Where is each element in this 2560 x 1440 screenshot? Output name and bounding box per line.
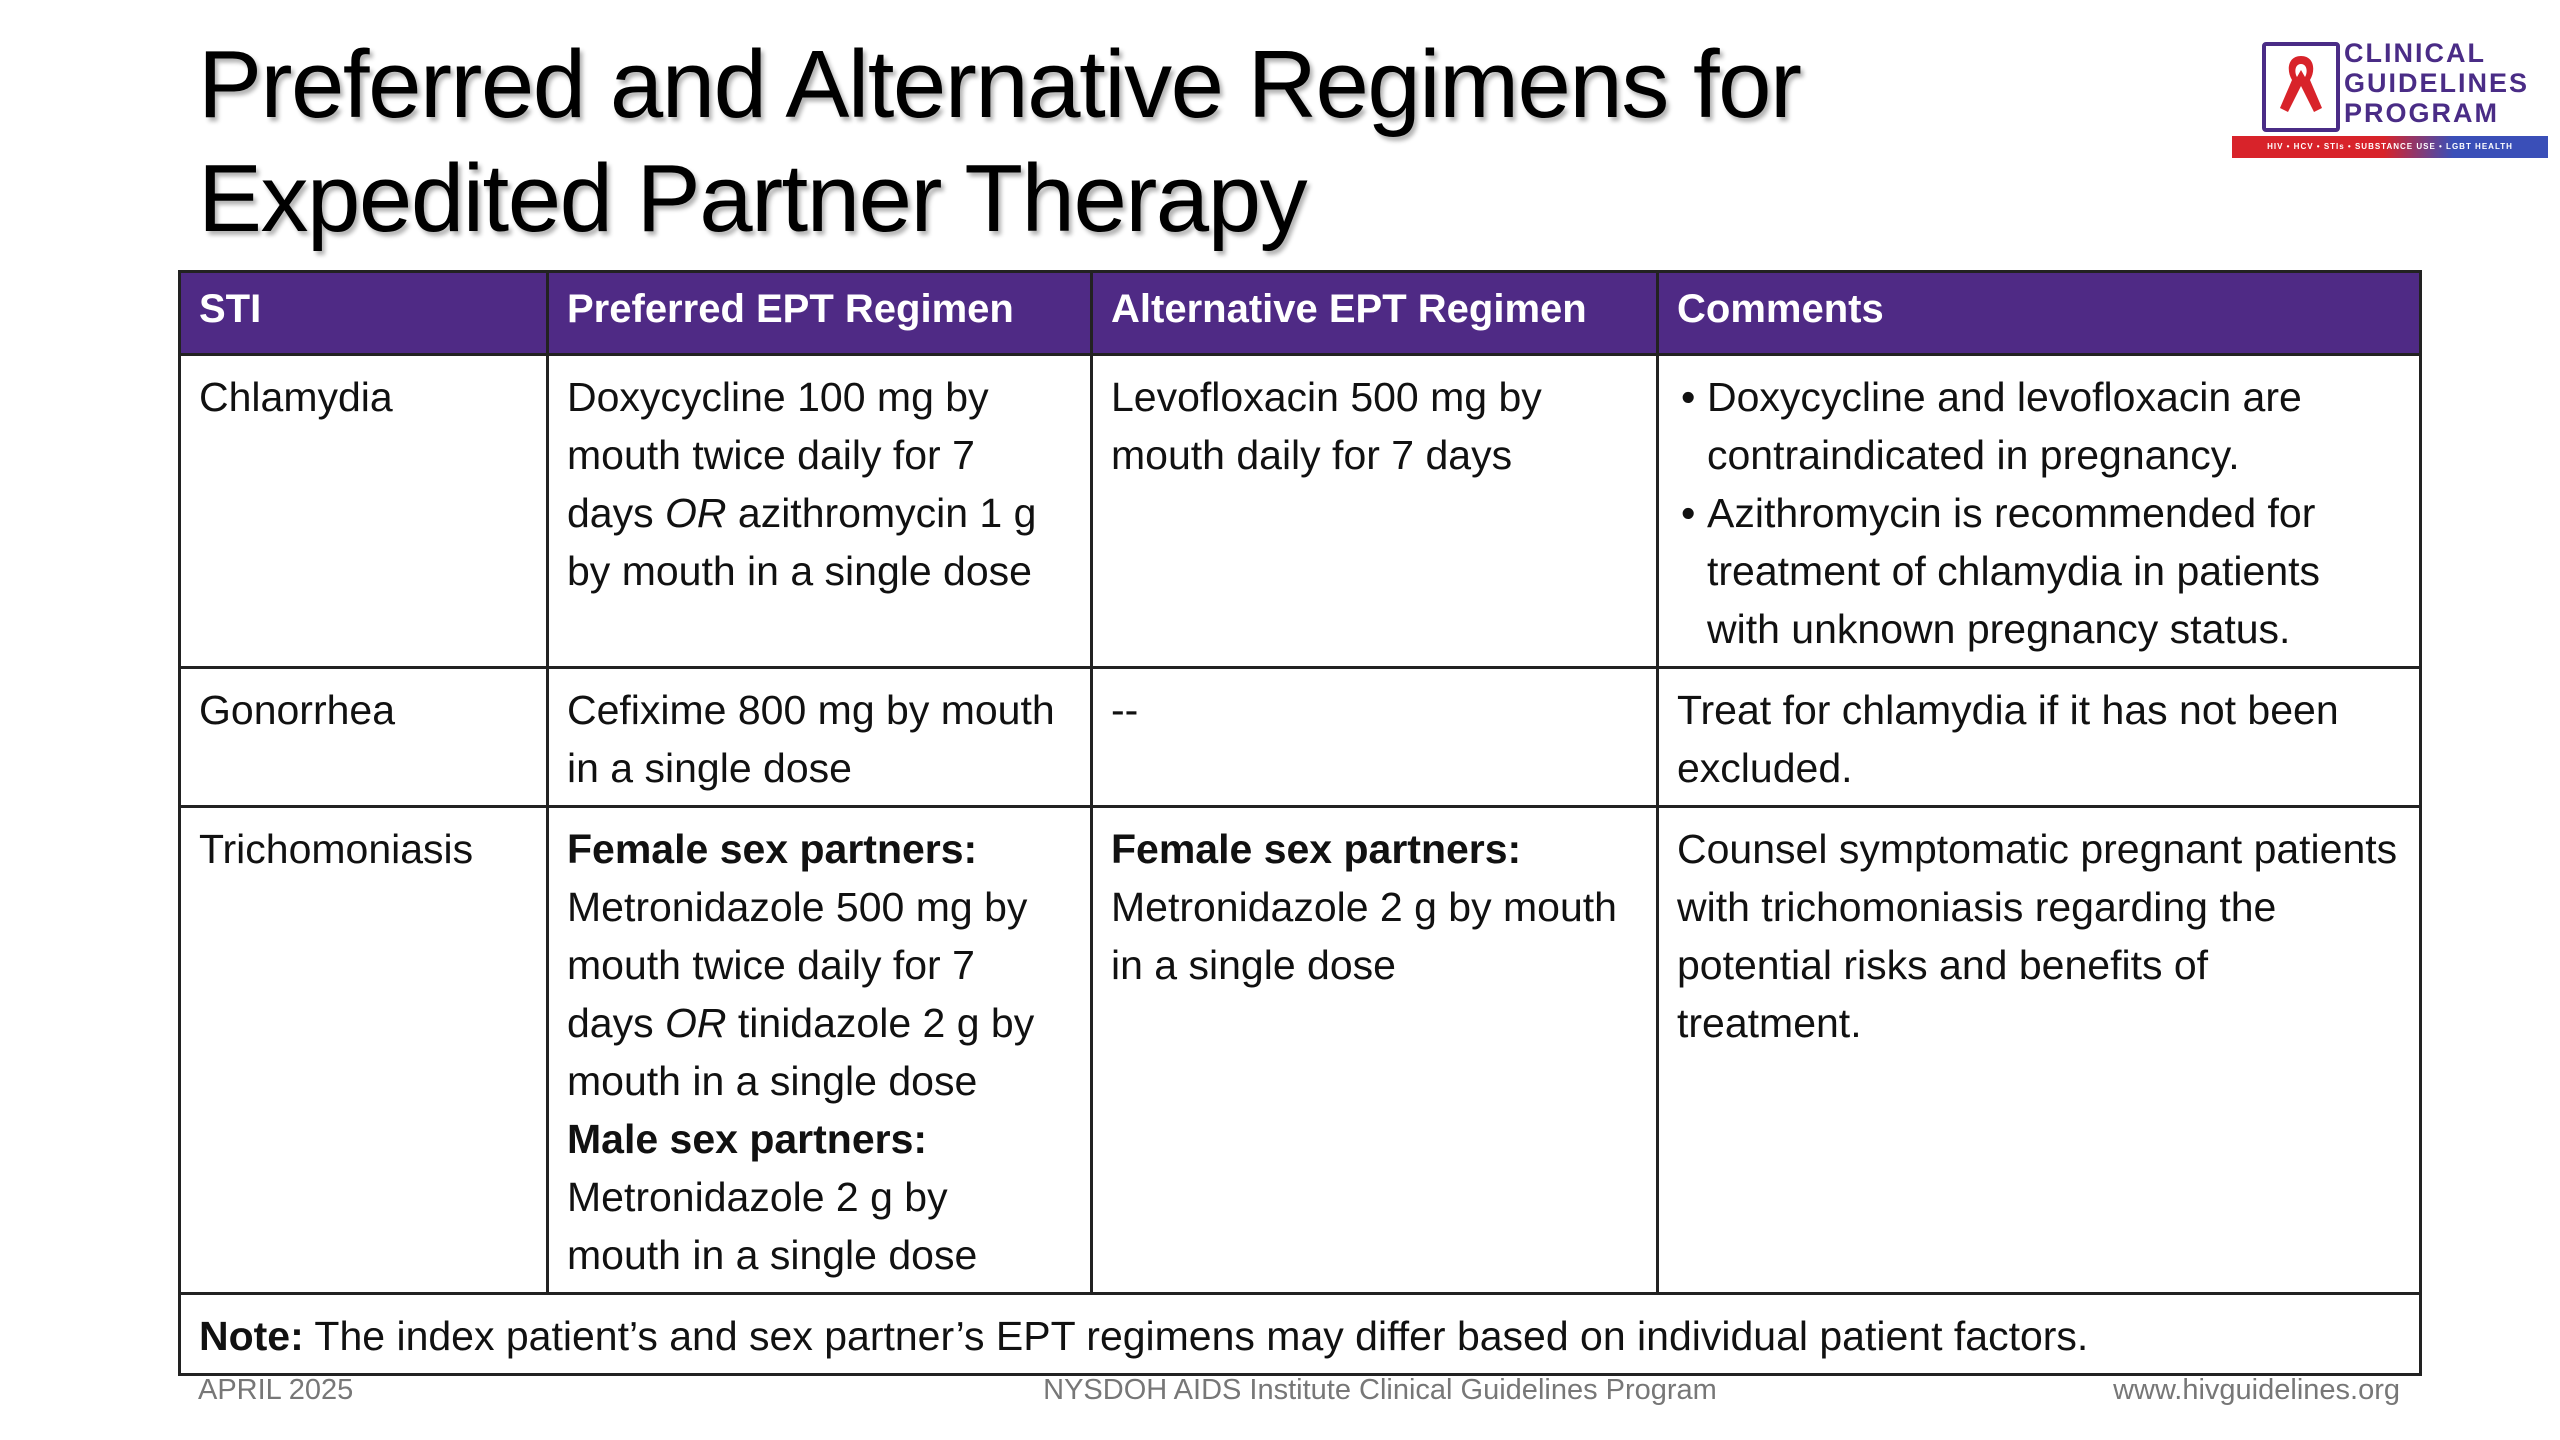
- female-partners-label: Female sex partners:: [567, 826, 978, 872]
- logo-tagline: HIV • HCV • STIs • SUBSTANCE USE • LGBT …: [2232, 136, 2548, 158]
- cell-sti: Gonorrhea: [178, 666, 549, 808]
- cell-alternative: Female sex partners: Metronidazole 2 g by…: [1090, 805, 1659, 1295]
- female-partners-label: Female sex partners:: [1111, 826, 1522, 872]
- red-ribbon-icon: [2280, 56, 2322, 112]
- cell-preferred: Female sex partners: Metronidazole 500 mg…: [546, 805, 1093, 1295]
- table-row-trichomoniasis: Trichomoniasis Female sex partners: Metro…: [178, 805, 2422, 1295]
- header-preferred: Preferred EPT Regimen: [546, 270, 1093, 356]
- cell-sti: Trichomoniasis: [178, 805, 549, 1295]
- header-alternative: Alternative EPT Regimen: [1090, 270, 1659, 356]
- cell-alternative: --: [1090, 666, 1659, 808]
- table-row-chlamydia: Chlamydia Doxycycline 100 mg by mouth tw…: [178, 353, 2422, 669]
- cell-preferred: Cefixime 800 mg by mouth in a single dos…: [546, 666, 1093, 808]
- female-regimen-text: Metronidazole 2 g by mouth in a single d…: [1111, 884, 1617, 988]
- table-header-row: STI Preferred EPT Regimen Alternative EP…: [178, 270, 2422, 356]
- or-text: OR: [665, 1000, 727, 1046]
- table-row-gonorrhea: Gonorrhea Cefixime 800 mg by mouth in a …: [178, 666, 2422, 808]
- note-text: The index patient’s and sex partner’s EP…: [303, 1313, 2089, 1359]
- footer-program: NYSDOH AIDS Institute Clinical Guideline…: [1043, 1374, 1717, 1406]
- cell-comments: Treat for chlamydia if it has not been e…: [1656, 666, 2422, 808]
- logo-line-2: GUIDELINES: [2344, 68, 2530, 98]
- comment-item: Azithromycin is recommended for treatmen…: [1677, 484, 2401, 658]
- male-partners-label: Male sex partners:: [567, 1116, 928, 1162]
- clinical-guidelines-logo: CLINICAL GUIDELINES PROGRAM HIV • HCV • …: [2232, 36, 2548, 160]
- logo-line-1: CLINICAL: [2344, 38, 2486, 68]
- ept-regimens-table: STI Preferred EPT Regimen Alternative EP…: [178, 270, 2422, 1376]
- cell-alternative: Levofloxacin 500 mg by mouth daily for 7…: [1090, 353, 1659, 669]
- page-title: Preferred and Alternative Regimens for E…: [198, 31, 1802, 252]
- preferred-text-1: Doxycycline 100 mg by mouth twice daily …: [567, 374, 989, 536]
- comment-item: Doxycycline and levofloxacin are contrai…: [1677, 368, 2401, 484]
- cell-comments: Counsel symptomatic pregnant patients wi…: [1656, 805, 2422, 1295]
- header-sti: STI: [178, 270, 549, 356]
- or-text: OR: [665, 490, 727, 536]
- ribbon-logo-box: [2262, 42, 2340, 132]
- logo-line-3: PROGRAM: [2344, 98, 2499, 128]
- female-regimen-text-1: Metronidazole 500 mg by mouth twice dail…: [567, 884, 1028, 1046]
- cell-preferred: Doxycycline 100 mg by mouth twice daily …: [546, 353, 1093, 669]
- footer-date: APRIL 2025: [198, 1374, 354, 1406]
- male-regimen-text: Metronidazole 2 g by mouth in a single d…: [567, 1174, 978, 1278]
- preferred-text-2: azithromycin 1 g by mouth in a single do…: [567, 490, 1037, 594]
- cell-comments: Doxycycline and levofloxacin are contrai…: [1656, 353, 2422, 669]
- table-note-row: Note: The index patient’s and sex partne…: [178, 1292, 2422, 1376]
- logo-wordmark: CLINICAL GUIDELINES PROGRAM: [2344, 38, 2529, 128]
- female-regimen-text-2: tinidazole 2 g by mouth in a single dose: [567, 1000, 1035, 1104]
- comments-list: Doxycycline and levofloxacin are contrai…: [1677, 368, 2401, 658]
- cell-sti: Chlamydia: [178, 353, 549, 669]
- footer-url[interactable]: www.hivguidelines.org: [2113, 1374, 2400, 1406]
- note-cell: Note: The index patient’s and sex partne…: [178, 1292, 2422, 1376]
- header-comments: Comments: [1656, 270, 2422, 356]
- note-label: Note:: [199, 1313, 304, 1359]
